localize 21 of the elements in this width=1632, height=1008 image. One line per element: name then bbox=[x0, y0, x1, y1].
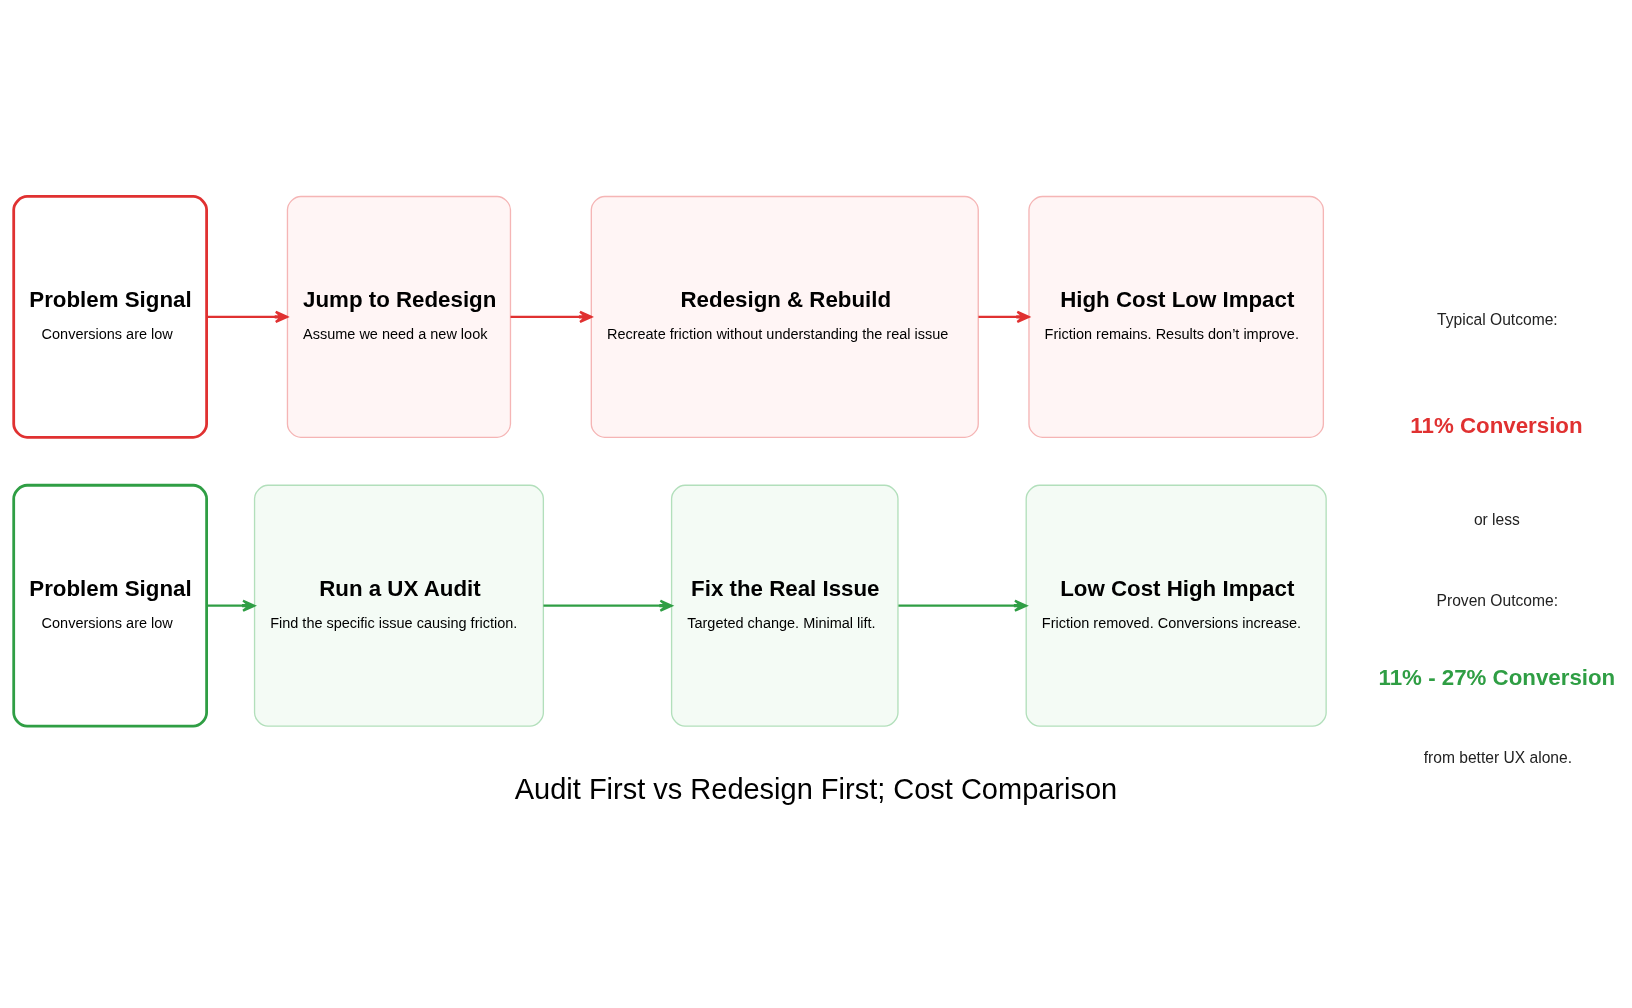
arrow bbox=[206, 599, 256, 612]
label: Proven Outcome: bbox=[1436, 591, 1559, 609]
arrow bbox=[543, 599, 673, 612]
node-box: Run a UX Audit Find the specific issue causing friction. bbox=[253, 484, 545, 727]
label: 11% - 27% Conversion bbox=[1378, 664, 1616, 690]
arrow bbox=[206, 310, 289, 323]
node-box: Fix the Real Issue Targeted change. Minimal lift. bbox=[670, 484, 899, 727]
node-box: Redesign & Rebuild Recreate friction without understanding the real issue bbox=[590, 195, 979, 438]
label: 11% Conversion bbox=[1410, 412, 1583, 438]
node-box: High Cost Low Impact Friction remains. Results don’t improve. bbox=[1028, 195, 1325, 438]
node-box: Jump to Redesign Assume we need a new look bbox=[286, 195, 512, 438]
label: from better UX alone. bbox=[1423, 748, 1573, 766]
label: or less bbox=[1473, 510, 1520, 528]
node-box: Problem Signal Conversions are low bbox=[12, 194, 208, 439]
arrow bbox=[898, 599, 1028, 612]
arrow bbox=[978, 310, 1030, 323]
node-box: Problem Signal Conversions are low bbox=[12, 483, 208, 727]
label: Typical Outcome: bbox=[1437, 310, 1558, 328]
node-box: Low Cost High Impact Friction removed. Conversions increase. bbox=[1025, 484, 1327, 727]
arrow bbox=[510, 310, 593, 323]
caption: Audit First vs Redesign First; Cost Comparison bbox=[514, 772, 1118, 805]
